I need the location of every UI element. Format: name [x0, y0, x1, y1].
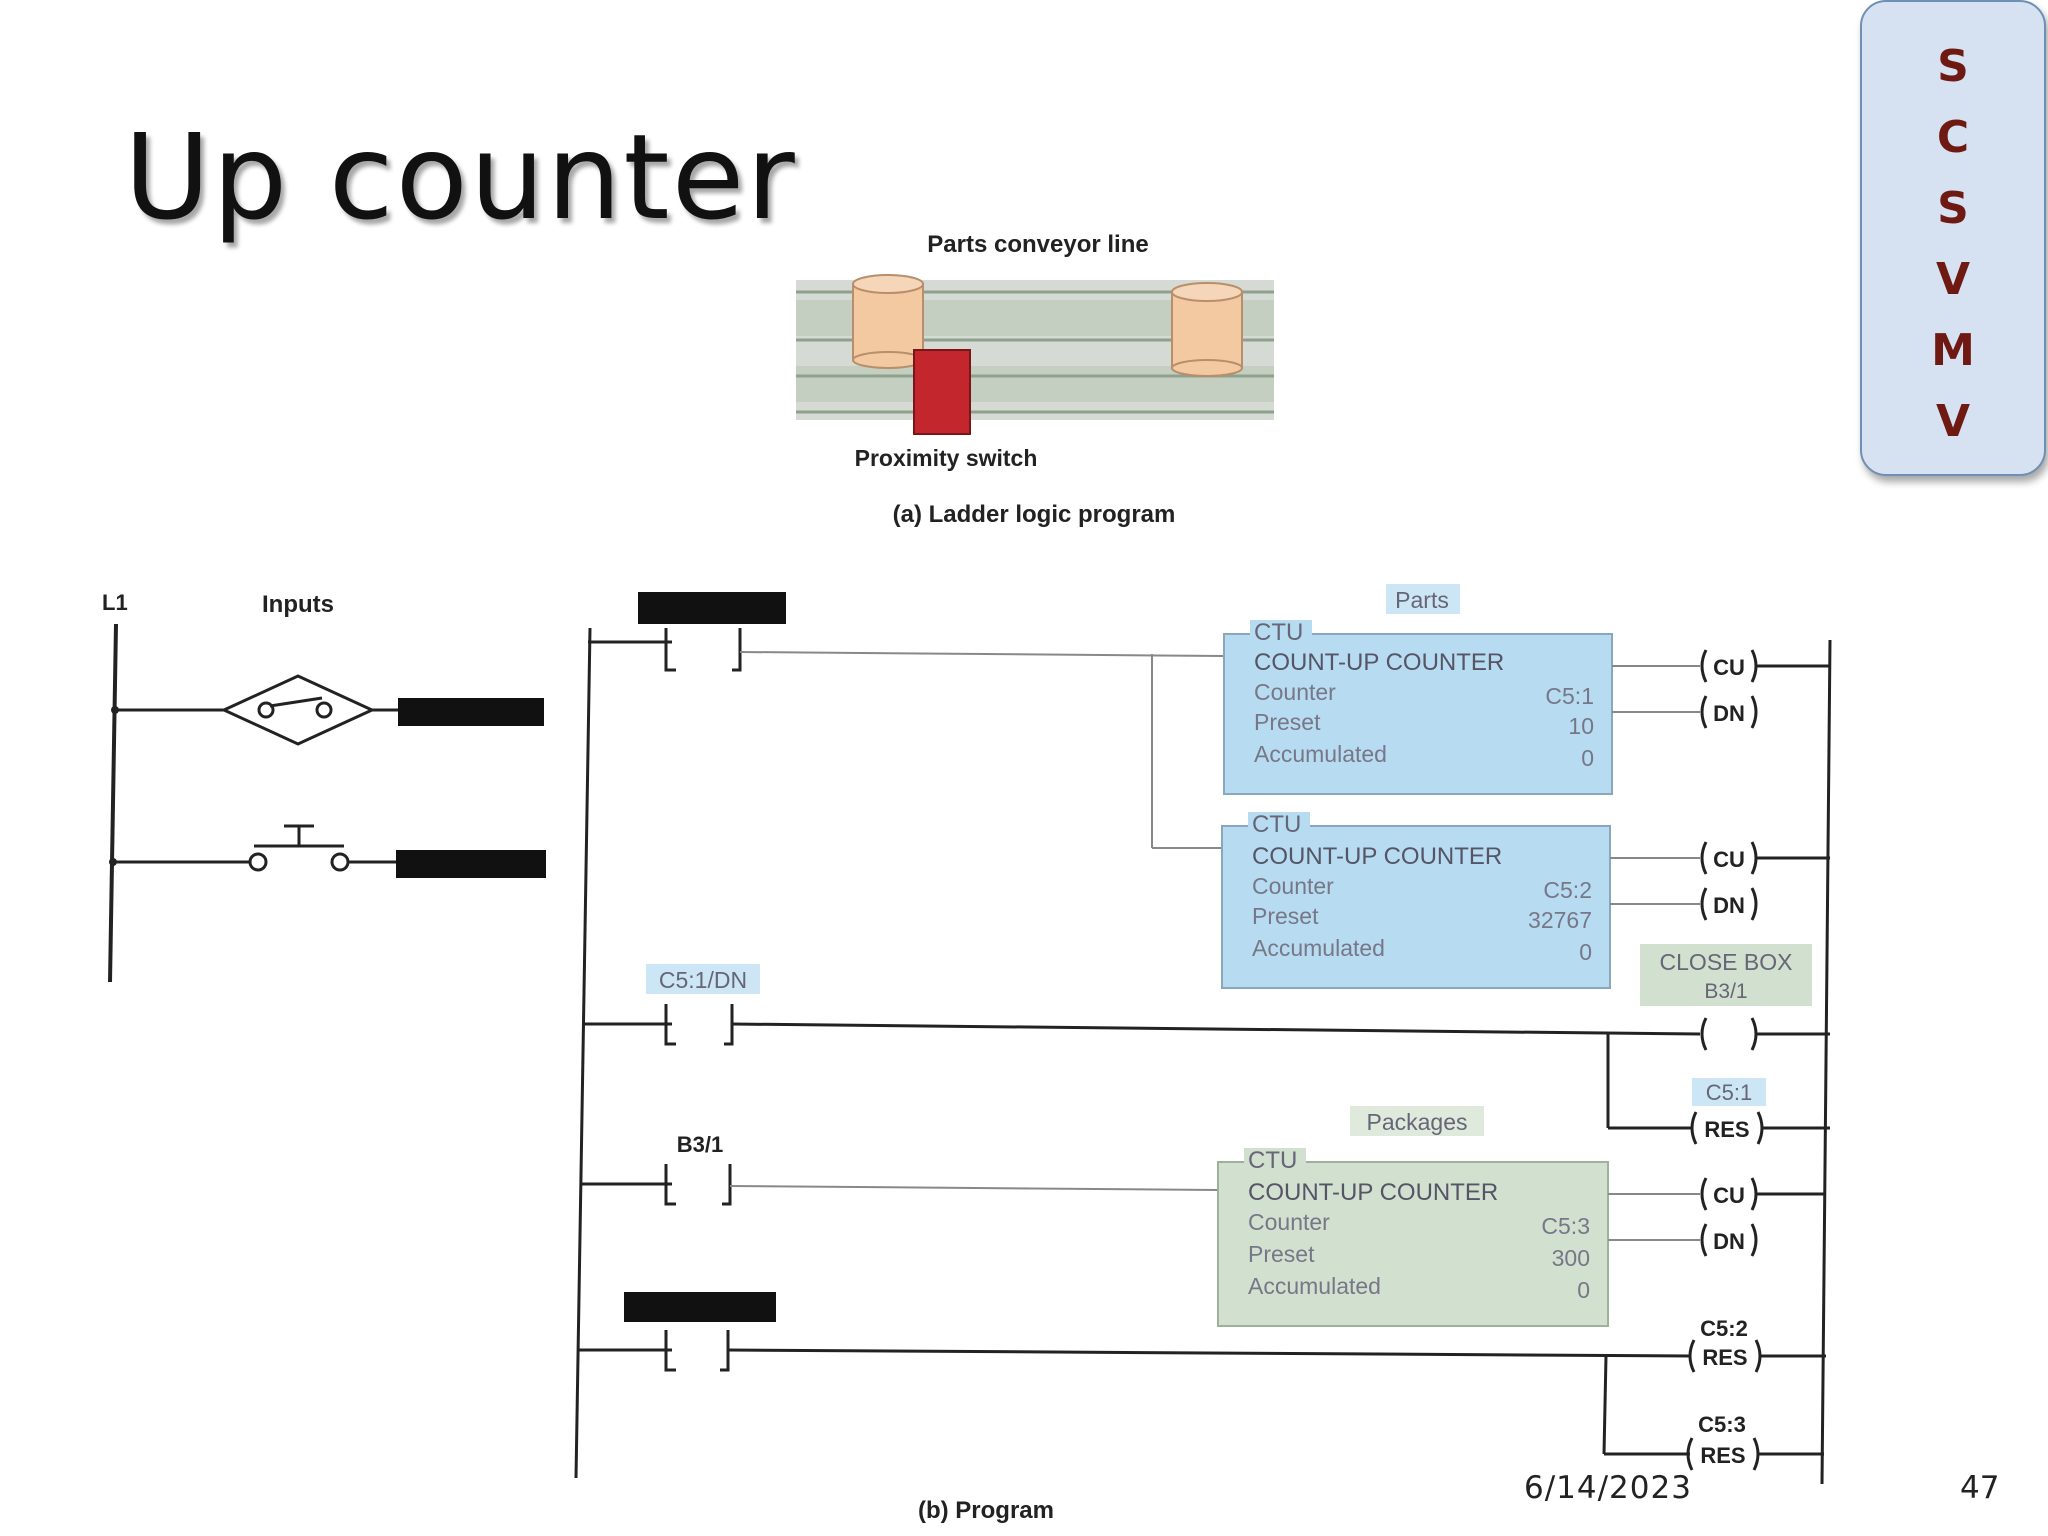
counter-label: Counter	[1252, 873, 1334, 899]
counter-label: Counter	[1254, 679, 1336, 705]
ctu-title: COUNT-UP COUNTER	[1254, 649, 1504, 676]
preset-label: Preset	[1254, 709, 1321, 735]
accumulated-label: Accumulated	[1254, 741, 1387, 767]
figure-caption-a: (a) Ladder logic program	[893, 501, 1176, 528]
counter-tag: Parts	[1395, 587, 1449, 613]
svg-text:RES: RES	[1700, 1443, 1745, 1468]
close-box-name: CLOSE BOX	[1660, 949, 1793, 975]
preset-label: Preset	[1252, 903, 1319, 929]
slide-page-number: 47	[1960, 1470, 2000, 1506]
reset-c53-label: C5:3	[1698, 1412, 1746, 1437]
reset-c51-label: C5:1	[1706, 1080, 1752, 1105]
preset-value: 10	[1568, 713, 1594, 739]
slide-title: Up counter	[124, 108, 797, 246]
figure-caption-b: (b) Program	[918, 1497, 1054, 1524]
ctu-block-total	[1221, 825, 1611, 989]
accumulated-label: Accumulated	[1252, 935, 1385, 961]
close-box-address: B3/1	[1704, 980, 1747, 1003]
ctu-type: CTU	[1254, 619, 1303, 646]
svg-text:DN: DN	[1713, 893, 1745, 918]
contact-tag-bg	[646, 964, 760, 994]
ctu-title: COUNT-UP COUNTER	[1248, 1179, 1498, 1206]
logo-letter: S	[1937, 41, 1969, 92]
svg-text:CU: CU	[1713, 847, 1745, 872]
close-box-output-coil	[1700, 1017, 1758, 1051]
logo-letter: C	[1936, 112, 1970, 163]
accumulated-value: 0	[1577, 1277, 1590, 1303]
contact-c51-dn-label: C5:1/DN	[659, 967, 747, 993]
preset-value: 300	[1552, 1245, 1590, 1271]
contact-symbol	[664, 1164, 732, 1206]
pushbutton-contact	[248, 852, 268, 872]
proximity-switch-symbol	[220, 674, 376, 746]
proximity-switch	[913, 349, 971, 435]
dn-coil: DN	[1700, 1223, 1758, 1257]
svg-text:CU: CU	[1713, 1183, 1745, 1208]
pushbutton-contact	[330, 852, 350, 872]
cu-coil: CU	[1700, 841, 1758, 875]
counter-label: Counter	[1248, 1209, 1330, 1235]
svg-text:RES: RES	[1702, 1345, 1747, 1370]
part-cylinder	[852, 274, 924, 369]
logo-letter: V	[1935, 254, 1971, 305]
inputs-heading: Inputs	[262, 591, 334, 618]
l1-power-rail	[108, 623, 118, 983]
contact-b31-label: B3/1	[677, 1132, 723, 1157]
redacted-contact-label	[638, 592, 786, 624]
dn-coil: DN	[1700, 887, 1758, 921]
contact-symbol	[664, 628, 742, 672]
contact-symbol	[664, 1330, 730, 1372]
counter-address: C5:2	[1543, 877, 1592, 903]
reset-tag-bg	[1692, 1078, 1766, 1106]
proximity-switch-label: Proximity switch	[855, 445, 1038, 471]
dn-coil: DN	[1700, 695, 1758, 729]
svg-text:DN: DN	[1713, 1229, 1745, 1254]
redacted-contact-label	[624, 1292, 776, 1322]
logo-letter: V	[1935, 396, 1971, 447]
logo-letter: M	[1931, 325, 1975, 376]
redacted-input-label	[396, 850, 546, 878]
scsvmv-logo-box: S C S V M V	[1860, 0, 2046, 476]
redacted-input-label	[398, 698, 544, 726]
ctu-title: COUNT-UP COUNTER	[1252, 843, 1502, 870]
accumulated-label: Accumulated	[1248, 1273, 1381, 1299]
contact-symbol	[664, 1004, 734, 1046]
ladder-program: Parts CTU COUNT-UP COUNTER Counter C5:1 …	[574, 584, 1832, 1524]
svg-text:DN: DN	[1713, 701, 1745, 726]
preset-label: Preset	[1248, 1241, 1315, 1267]
ctu-type: CTU	[1248, 1147, 1297, 1174]
counter-tag-bg	[1350, 1106, 1484, 1136]
inputs-wiring: L1 Inputs	[102, 590, 546, 983]
right-power-rail	[1820, 639, 1832, 1485]
slide-date: 6/14/2023	[1524, 1470, 1692, 1506]
res-coil: RES	[1690, 1111, 1764, 1145]
accumulated-value: 0	[1579, 939, 1592, 965]
cu-coil: CU	[1700, 649, 1758, 683]
counter-address: C5:1	[1545, 683, 1594, 709]
svg-text:RES: RES	[1704, 1117, 1749, 1142]
res-coil: RES	[1688, 1339, 1762, 1373]
cu-coil: CU	[1700, 1177, 1758, 1211]
ctu-type: CTU	[1252, 811, 1301, 838]
ctu-block-packages	[1217, 1161, 1609, 1327]
svg-text:CU: CU	[1713, 655, 1745, 680]
counter-tag: Packages	[1366, 1109, 1467, 1135]
left-power-rail	[574, 627, 592, 1479]
accumulated-value: 0	[1581, 745, 1594, 771]
close-box-label-bg	[1640, 944, 1812, 1006]
res-coil: RES	[1686, 1437, 1760, 1471]
ctu-block-parts	[1223, 633, 1613, 795]
counter-address: C5:3	[1541, 1213, 1590, 1239]
l1-label: L1	[102, 590, 128, 615]
conveyor-title: Parts conveyor line	[927, 231, 1148, 258]
reset-c52-label: C5:2	[1700, 1316, 1748, 1341]
conveyor-illustration: Parts conveyor line Proximity switch (a)…	[796, 231, 1274, 528]
preset-value: 32767	[1528, 907, 1592, 933]
part-cylinder	[1171, 282, 1243, 377]
counter-tag-bg	[1386, 584, 1460, 614]
logo-letter: S	[1937, 183, 1969, 234]
